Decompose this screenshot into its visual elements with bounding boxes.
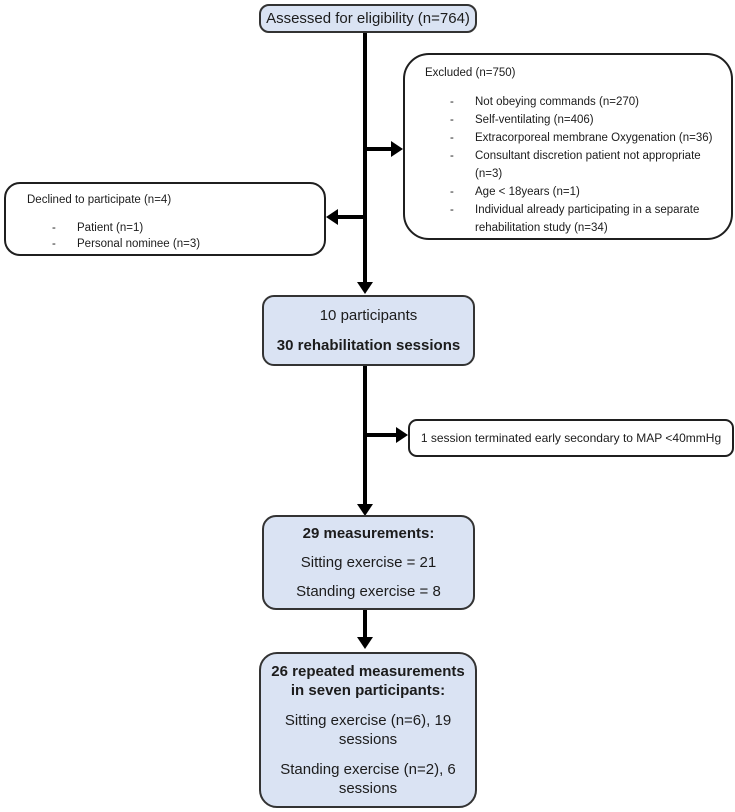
list-item: - Self-ventilating (n=406) xyxy=(425,111,717,129)
bullet-dash: - xyxy=(450,204,454,216)
participants-line1: 10 participants xyxy=(319,307,418,324)
list-item-text: Not obeying commands (n=270) xyxy=(475,96,639,108)
measurements-title: 29 measurements: xyxy=(302,525,435,542)
bullet-dash: - xyxy=(450,186,454,198)
bullet-dash: - xyxy=(450,114,454,126)
flow-line-assessed-to-participants xyxy=(363,33,367,284)
list-item: - Extracorporeal membrane Oxygenation (n… xyxy=(425,129,717,147)
flow-line-participants-to-measurements xyxy=(363,366,367,506)
measurements-line2: Standing exercise = 8 xyxy=(296,583,441,600)
list-item: - Personal nominee (n=3) xyxy=(27,236,312,252)
list-item: - Not obeying commands (n=270) xyxy=(425,93,717,111)
assessed-eligibility-box: Assessed for eligibility (n=764) xyxy=(259,4,477,33)
list-item: - Age < 18years (n=1) xyxy=(425,183,717,201)
repeated-line2: Standing exercise (n=2), 6 sessions xyxy=(280,761,456,797)
list-item-text: Consultant discretion patient not approp… xyxy=(475,150,701,180)
declined-box: Declined to participate (n=4) - Patient … xyxy=(4,182,326,256)
terminated-session-box: 1 session terminated early secondary to … xyxy=(408,419,734,457)
flow-line-to-excluded xyxy=(366,147,394,151)
terminated-session-label: 1 session terminated early secondary to … xyxy=(420,431,722,445)
list-item: - Consultant discretion patient not appr… xyxy=(425,147,717,183)
assessed-eligibility-label: Assessed for eligibility (n=764) xyxy=(266,10,470,27)
declined-title: Declined to participate (n=4) xyxy=(27,194,172,206)
measurements-line1: Sitting exercise = 21 xyxy=(300,554,437,571)
bullet-dash: - xyxy=(450,96,454,108)
excluded-title: Excluded (n=750) xyxy=(425,67,516,79)
repeated-line1: Sitting exercise (n=6), 19 sessions xyxy=(284,712,452,748)
arrowhead-down-repeated xyxy=(357,637,373,649)
list-item-text: Personal nominee (n=3) xyxy=(77,238,201,250)
list-item: - Individual already participating in a … xyxy=(425,201,717,237)
bullet-dash: - xyxy=(52,238,56,250)
bullet-dash: - xyxy=(450,150,454,162)
list-item-text: Self-ventilating (n=406) xyxy=(475,114,594,126)
arrowhead-down-participants xyxy=(357,282,373,294)
participants-box: 10 participants 30 rehabilitation sessio… xyxy=(262,295,475,366)
arrowhead-right-terminated xyxy=(396,427,408,443)
list-item-text: Patient (n=1) xyxy=(77,222,144,234)
flow-line-to-terminated xyxy=(366,433,397,437)
list-item-text: Individual already participating in a se… xyxy=(475,204,700,234)
participants-line2: 30 rehabilitation sessions xyxy=(276,337,461,354)
list-item-text: Age < 18years (n=1) xyxy=(475,186,580,198)
list-item: - Patient (n=1) xyxy=(27,220,312,236)
arrowhead-right-excluded xyxy=(391,141,403,157)
bullet-dash: - xyxy=(52,222,56,234)
measurements-box: 29 measurements: Sitting exercise = 21 S… xyxy=(262,515,475,610)
excluded-box: Excluded (n=750) - Not obeying commands … xyxy=(403,53,733,240)
arrowhead-left-declined xyxy=(326,209,338,225)
repeated-title: 26 repeated measurements in seven partic… xyxy=(271,663,465,699)
excluded-list: - Not obeying commands (n=270) - Self-ve… xyxy=(425,93,717,237)
declined-list: - Patient (n=1) - Personal nominee (n=3) xyxy=(27,220,312,252)
arrowhead-down-measurements xyxy=(357,504,373,516)
flow-line-to-declined xyxy=(337,215,367,219)
bullet-dash: - xyxy=(450,132,454,144)
list-item-text: Extracorporeal membrane Oxygenation (n=3… xyxy=(475,132,713,144)
repeated-measurements-box: 26 repeated measurements in seven partic… xyxy=(259,652,477,808)
flow-line-measurements-to-repeated xyxy=(363,610,367,639)
